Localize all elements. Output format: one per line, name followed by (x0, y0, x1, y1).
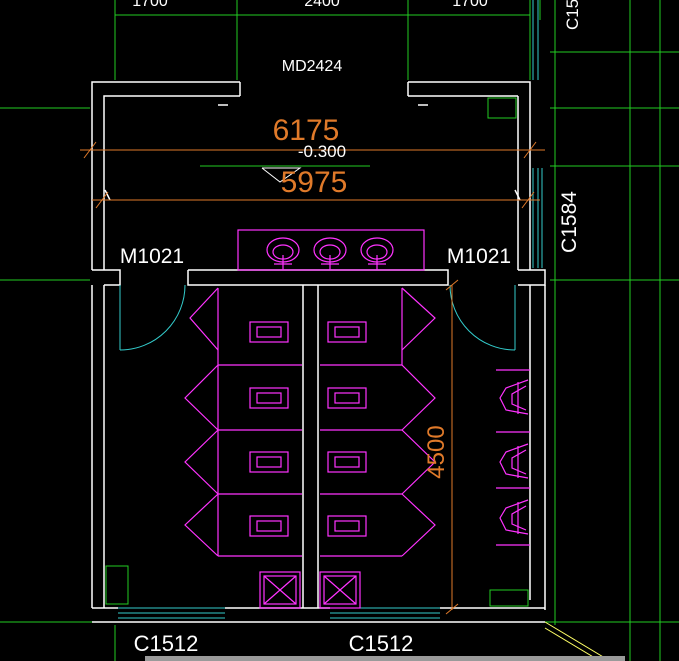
toilet-pan (327, 515, 367, 537)
wall-outer-top-right (408, 81, 531, 95)
dim-top-left-label: 1700 (132, 0, 168, 10)
window-top-right-label: C15 (563, 0, 582, 30)
dim-tick (445, 279, 459, 291)
dim-outer-width-label: 6175 (273, 114, 340, 147)
window-bottom-right-label: C1512 (349, 631, 414, 656)
dim-tick (445, 603, 459, 615)
stub (489, 589, 529, 607)
urinal (499, 499, 529, 535)
dim-depth-label: 4500 (423, 425, 450, 478)
site-boundary (544, 621, 611, 661)
toilet-pan (327, 387, 367, 409)
toilet-pan (327, 321, 367, 343)
bottom-scrollbar[interactable] (145, 656, 625, 661)
walls (91, 81, 546, 623)
stub (105, 565, 129, 605)
toilet-pan (249, 387, 289, 409)
window-bottom-left-label: C1512 (134, 631, 199, 656)
dim-top-right-label: 1700 (452, 0, 488, 10)
mop-sink (319, 571, 361, 609)
toilet-pan (249, 321, 289, 343)
wall-inner-left (103, 95, 240, 270)
windows-and-doors (118, 0, 543, 619)
elevation-triangle (261, 167, 302, 183)
stall-block-left (184, 287, 302, 557)
door-top-label: MD2424 (282, 58, 343, 75)
urinal (499, 443, 529, 479)
fixtures (184, 229, 530, 609)
wall-tick (104, 189, 111, 201)
stall-block-right (320, 287, 436, 557)
sink (360, 237, 394, 270)
vanity-counter (237, 229, 425, 271)
wall-tick (514, 189, 521, 201)
wall-corridor-left (92, 269, 121, 286)
dim-tick (83, 141, 97, 159)
stub (487, 97, 517, 119)
door-right-label: M1021 (447, 245, 511, 268)
dim-tick (523, 141, 537, 159)
dim-inner-width-label: 5975 (281, 166, 348, 199)
sink (313, 237, 347, 270)
door-right-swing (449, 284, 516, 351)
urinal (499, 379, 529, 415)
dim-tick (521, 191, 535, 209)
elevation-marker (261, 167, 302, 183)
sink (266, 237, 300, 270)
elevation-label: -0.300 (298, 142, 346, 161)
door-left-swing (119, 284, 186, 351)
wall-outer-left (91, 81, 240, 270)
boundary-line (544, 621, 611, 661)
dim-tick (95, 191, 109, 209)
toilet-pan (249, 515, 289, 537)
window-stubs (105, 97, 529, 607)
wall-corridor-right (518, 269, 546, 286)
window-right-label: C1584 (558, 191, 581, 253)
toilet-pan (327, 451, 367, 473)
boundary-line (544, 627, 601, 661)
toilet-pan (249, 451, 289, 473)
mop-sink (259, 571, 301, 609)
dim-top-mid-label: 2400 (304, 0, 340, 10)
dimension-lines (80, 141, 545, 615)
door-left-label: M1021 (120, 245, 184, 268)
